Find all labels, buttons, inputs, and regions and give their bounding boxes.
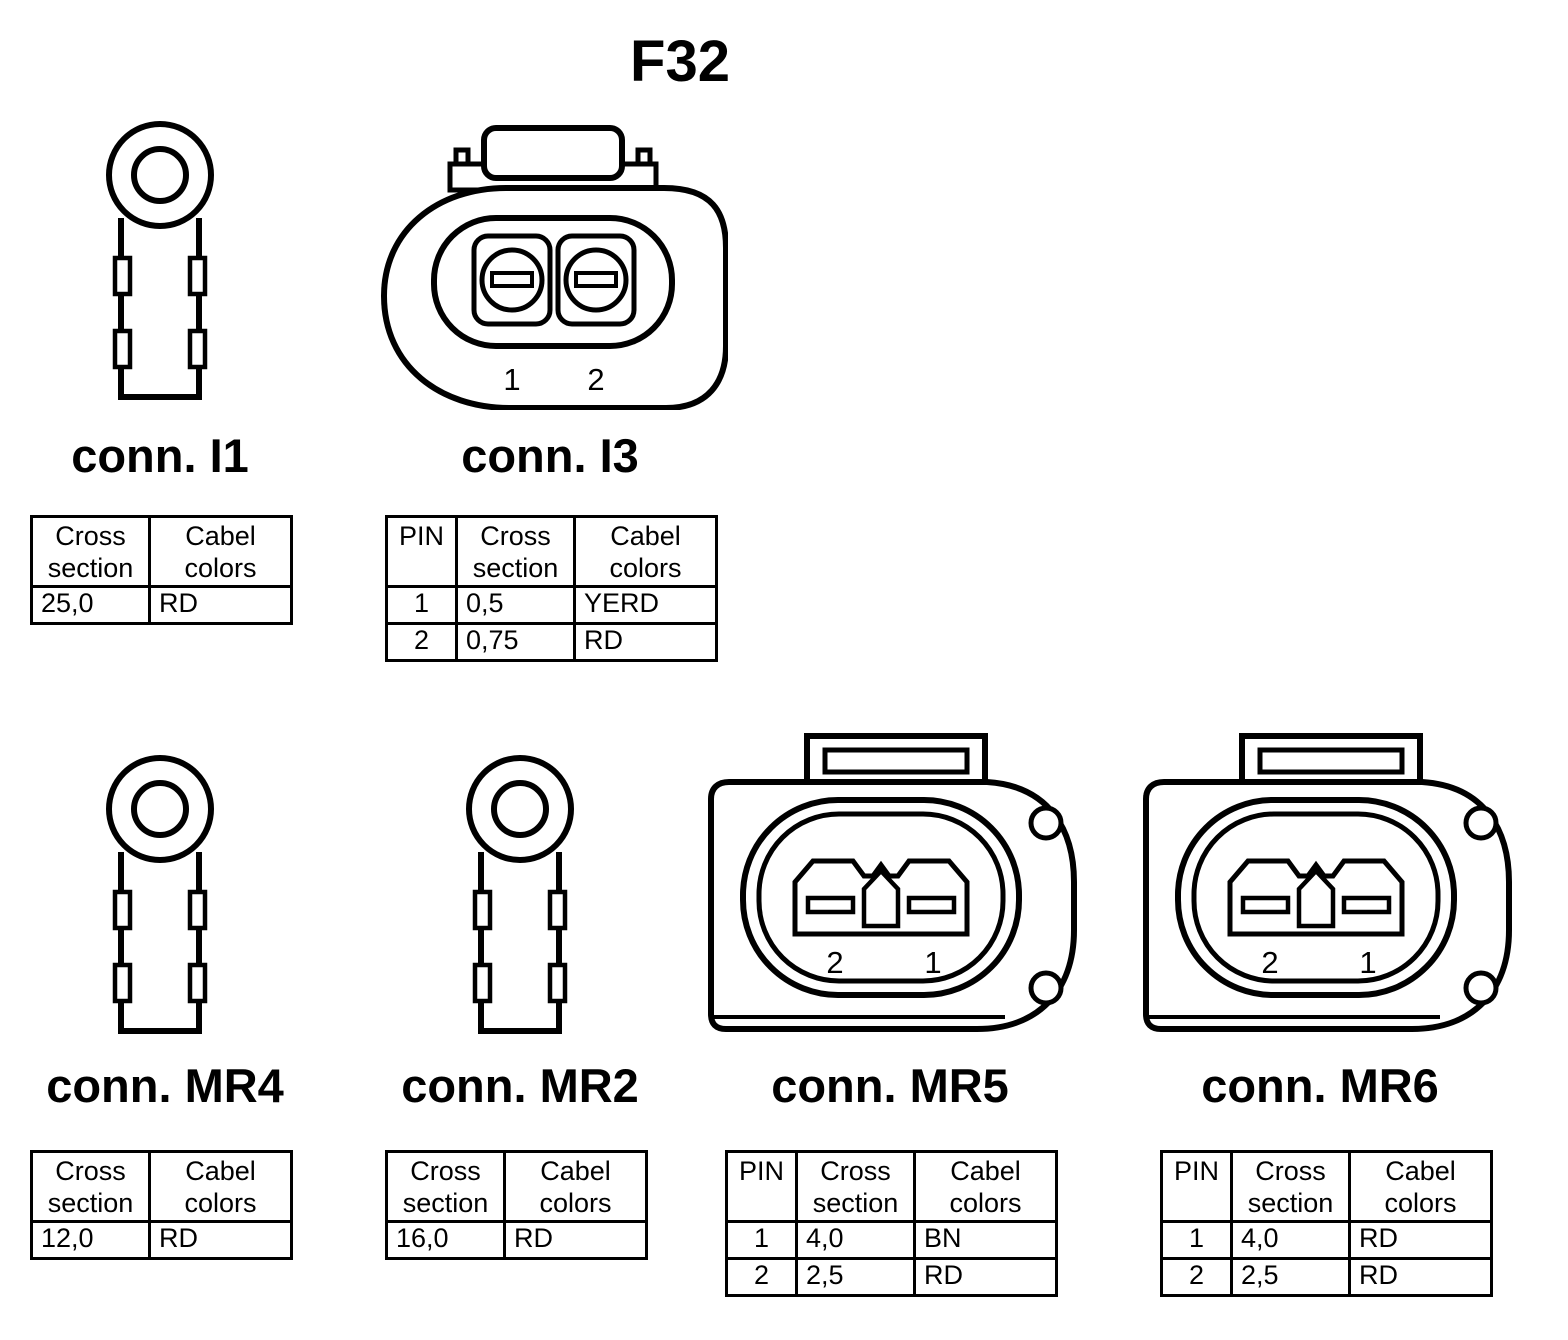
- mounting-hole: [1463, 805, 1499, 841]
- cell-pin: 2: [1160, 1256, 1233, 1297]
- mounting-hole: [1463, 970, 1499, 1006]
- table-row: 2 0,75 RD: [385, 621, 718, 662]
- pin-1-label: 1: [1359, 945, 1376, 980]
- cell-cross-section: 4,0: [795, 1220, 916, 1260]
- header-cabel-colors: Cabel colors: [148, 1150, 293, 1223]
- header-cabel-colors: Cabel colors: [148, 515, 293, 588]
- cell-pin: 2: [725, 1256, 798, 1297]
- conn-mr5-table: PIN Cross section Cabel colors 1 4,0 BN …: [725, 1150, 1058, 1297]
- table-row: 2 2,5 RD: [725, 1256, 1058, 1297]
- table-header-row: PIN Cross section Cabel colors: [385, 515, 718, 588]
- conn-mr5-socket-drawing: 2 1: [708, 733, 1077, 1032]
- table-row: 25,0 RD: [30, 585, 293, 625]
- table-row: 12,0 RD: [30, 1220, 293, 1260]
- header-cross-section: Cross section: [1230, 1150, 1351, 1223]
- cell-cross-section: 16,0: [385, 1220, 506, 1260]
- cell-cross-section: 2,5: [795, 1256, 916, 1297]
- cell-pin: 1: [725, 1220, 798, 1260]
- cell-cabel-colors: RD: [503, 1220, 648, 1260]
- conn-mr2-ring-terminal-drawing: [466, 755, 574, 1034]
- cell-cross-section: 0,5: [455, 585, 576, 625]
- plug-housing-shape: [380, 125, 728, 410]
- pin-2-label: 2: [826, 945, 843, 980]
- conn-mr2-label: conn. MR2: [401, 1059, 639, 1112]
- header-cross-section: Cross section: [455, 515, 576, 588]
- table-row: 2 2,5 RD: [1160, 1256, 1493, 1297]
- conn-mr4-ring-terminal-drawing: [106, 755, 214, 1034]
- cell-cross-section: 2,5: [1230, 1256, 1351, 1297]
- table-header-row: Cross section Cabel colors: [30, 1150, 293, 1223]
- conn-i3-label: conn. I3: [461, 429, 639, 482]
- header-cabel-colors: Cabel colors: [1348, 1150, 1493, 1223]
- page-title: F32: [630, 29, 730, 94]
- conn-mr6-table: PIN Cross section Cabel colors 1 4,0 RD …: [1160, 1150, 1493, 1297]
- table-header-row: Cross section Cabel colors: [30, 515, 293, 588]
- conn-mr6-label: conn. MR6: [1201, 1059, 1439, 1112]
- conn-i1-ring-terminal-drawing: [106, 121, 214, 400]
- conn-mr6-socket-drawing: 2 1: [1143, 733, 1512, 1032]
- ring-terminal-shape: [106, 121, 214, 400]
- conn-i3-plug-drawing: 1 2: [380, 125, 728, 410]
- header-cross-section: Cross section: [385, 1150, 506, 1223]
- cell-cabel-colors: RD: [1348, 1220, 1493, 1260]
- conn-i1-table: Cross section Cabel colors 25,0 RD: [30, 515, 293, 625]
- cell-cabel-colors: RD: [148, 585, 293, 625]
- socket-housing-shape: [708, 733, 1077, 1032]
- header-pin: PIN: [725, 1150, 798, 1223]
- header-cross-section: Cross section: [30, 1150, 151, 1223]
- header-pin: PIN: [1160, 1150, 1233, 1223]
- pin-2-label: 2: [1261, 945, 1278, 980]
- conn-mr5-label: conn. MR5: [771, 1059, 1009, 1112]
- conn-mr4-label: conn. MR4: [46, 1059, 284, 1112]
- cell-pin: 1: [1160, 1220, 1233, 1260]
- cell-cross-section: 12,0: [30, 1220, 151, 1260]
- cell-cabel-colors: YERD: [573, 585, 718, 625]
- ring-terminal-shape: [466, 755, 574, 1034]
- pin-2-label: 2: [587, 362, 604, 397]
- header-cabel-colors: Cabel colors: [913, 1150, 1058, 1223]
- table-row: 1 4,0 BN: [725, 1220, 1058, 1260]
- cell-pin: 1: [385, 585, 458, 625]
- cell-cross-section: 25,0: [30, 585, 151, 625]
- cell-cabel-colors: RD: [148, 1220, 293, 1260]
- socket-housing-shape: [1143, 733, 1512, 1032]
- pin-1-label: 1: [924, 945, 941, 980]
- header-cabel-colors: Cabel colors: [573, 515, 718, 588]
- cell-cabel-colors: RD: [573, 621, 718, 662]
- header-cross-section: Cross section: [795, 1150, 916, 1223]
- conn-mr4-table: Cross section Cabel colors 12,0 RD: [30, 1150, 293, 1260]
- table-row: 1 0,5 YERD: [385, 585, 718, 625]
- ring-terminal-shape: [106, 755, 214, 1034]
- pin-1-label: 1: [503, 362, 520, 397]
- header-cabel-colors: Cabel colors: [503, 1150, 648, 1223]
- conn-i1-label: conn. I1: [71, 429, 249, 482]
- table-row: 1 4,0 RD: [1160, 1220, 1493, 1260]
- conn-mr2-table: Cross section Cabel colors 16,0 RD: [385, 1150, 648, 1260]
- table-header-row: Cross section Cabel colors: [385, 1150, 648, 1223]
- mounting-hole: [1028, 805, 1064, 841]
- conn-i3-table: PIN Cross section Cabel colors 1 0,5 YER…: [385, 515, 718, 662]
- cell-cross-section: 4,0: [1230, 1220, 1351, 1260]
- header-pin: PIN: [385, 515, 458, 588]
- cell-cross-section: 0,75: [455, 621, 576, 662]
- table-header-row: PIN Cross section Cabel colors: [725, 1150, 1058, 1223]
- cell-cabel-colors: RD: [1348, 1256, 1493, 1297]
- header-cross-section: Cross section: [30, 515, 151, 588]
- mounting-hole: [1028, 970, 1064, 1006]
- cell-cabel-colors: RD: [913, 1256, 1058, 1297]
- table-header-row: PIN Cross section Cabel colors: [1160, 1150, 1493, 1223]
- cell-cabel-colors: BN: [913, 1220, 1058, 1260]
- cell-pin: 2: [385, 621, 458, 662]
- table-row: 16,0 RD: [385, 1220, 648, 1260]
